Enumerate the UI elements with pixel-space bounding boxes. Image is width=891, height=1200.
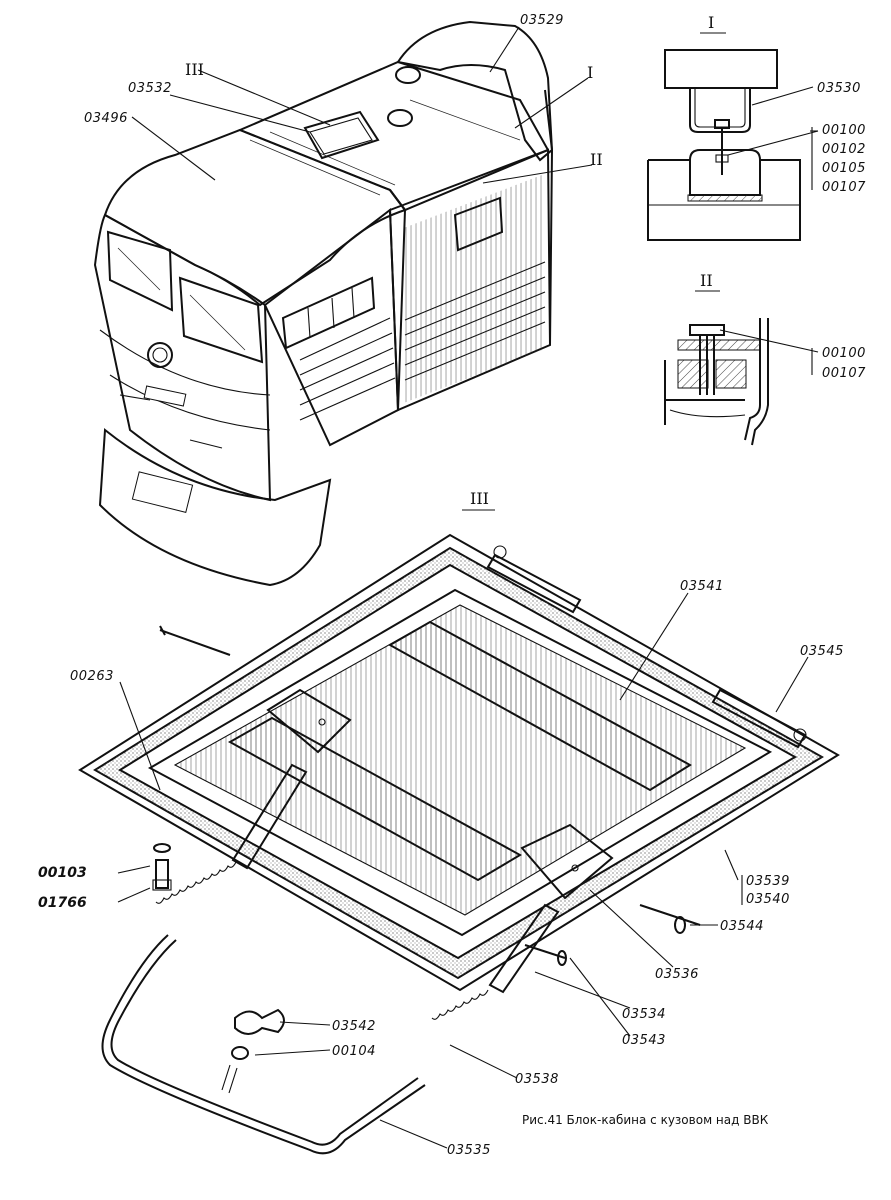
part-label-03538: 03538 xyxy=(515,1072,559,1087)
section-label-II: II xyxy=(700,271,713,290)
part-label-00100-detail-II: 00100 xyxy=(822,346,866,361)
part-label-03529: 03529 xyxy=(520,13,564,28)
detail-II-view xyxy=(664,318,769,446)
part-label-00107-detail-II: 00107 xyxy=(822,366,866,381)
part-label-00105: 00105 xyxy=(822,161,866,176)
part-label-03541: 03541 xyxy=(680,579,724,594)
part-label-00263: 00263 xyxy=(70,669,114,684)
part-label-03540: 03540 xyxy=(746,892,790,907)
part-labels: 03529 03532 03496 03530 00100 00102 0010… xyxy=(38,13,866,1158)
part-label-03543: 03543 xyxy=(622,1033,666,1048)
part-label-03530: 03530 xyxy=(817,81,861,96)
locomotive-cab-illustration xyxy=(93,20,554,587)
figure-caption: Рис.41 Блок-кабина с кузовом над ВВК xyxy=(522,1113,769,1127)
part-label-00100-detail-I: 00100 xyxy=(822,123,866,138)
part-label-03496: 03496 xyxy=(84,111,128,126)
part-label-03534: 03534 xyxy=(622,1007,666,1022)
detail-III-hatch-assembly xyxy=(78,533,840,1155)
part-label-00103: 00103 xyxy=(38,865,87,881)
part-label-03535: 03535 xyxy=(447,1143,491,1158)
part-label-03544: 03544 xyxy=(720,919,764,934)
section-marker-III-on-cab: III xyxy=(185,60,204,79)
section-label-III: III xyxy=(470,489,489,508)
part-label-03539: 03539 xyxy=(746,874,790,889)
part-label-00102: 00102 xyxy=(822,142,866,157)
part-label-03542: 03542 xyxy=(332,1019,376,1034)
section-label-I: I xyxy=(708,13,714,32)
section-marker-I-on-cab: I xyxy=(587,63,593,82)
section-marker-II-on-cab: II xyxy=(590,150,603,169)
part-label-03545: 03545 xyxy=(800,644,844,659)
leader-lines xyxy=(117,26,819,1149)
part-label-00107-detail-I: 00107 xyxy=(822,180,866,195)
part-label-03532: 03532 xyxy=(128,81,172,96)
part-label-03536: 03536 xyxy=(655,967,699,982)
part-label-00104: 00104 xyxy=(332,1044,376,1059)
detail-I-view xyxy=(647,49,801,241)
part-label-01766: 01766 xyxy=(38,895,87,911)
section-labels: I II III III I II xyxy=(185,13,726,511)
